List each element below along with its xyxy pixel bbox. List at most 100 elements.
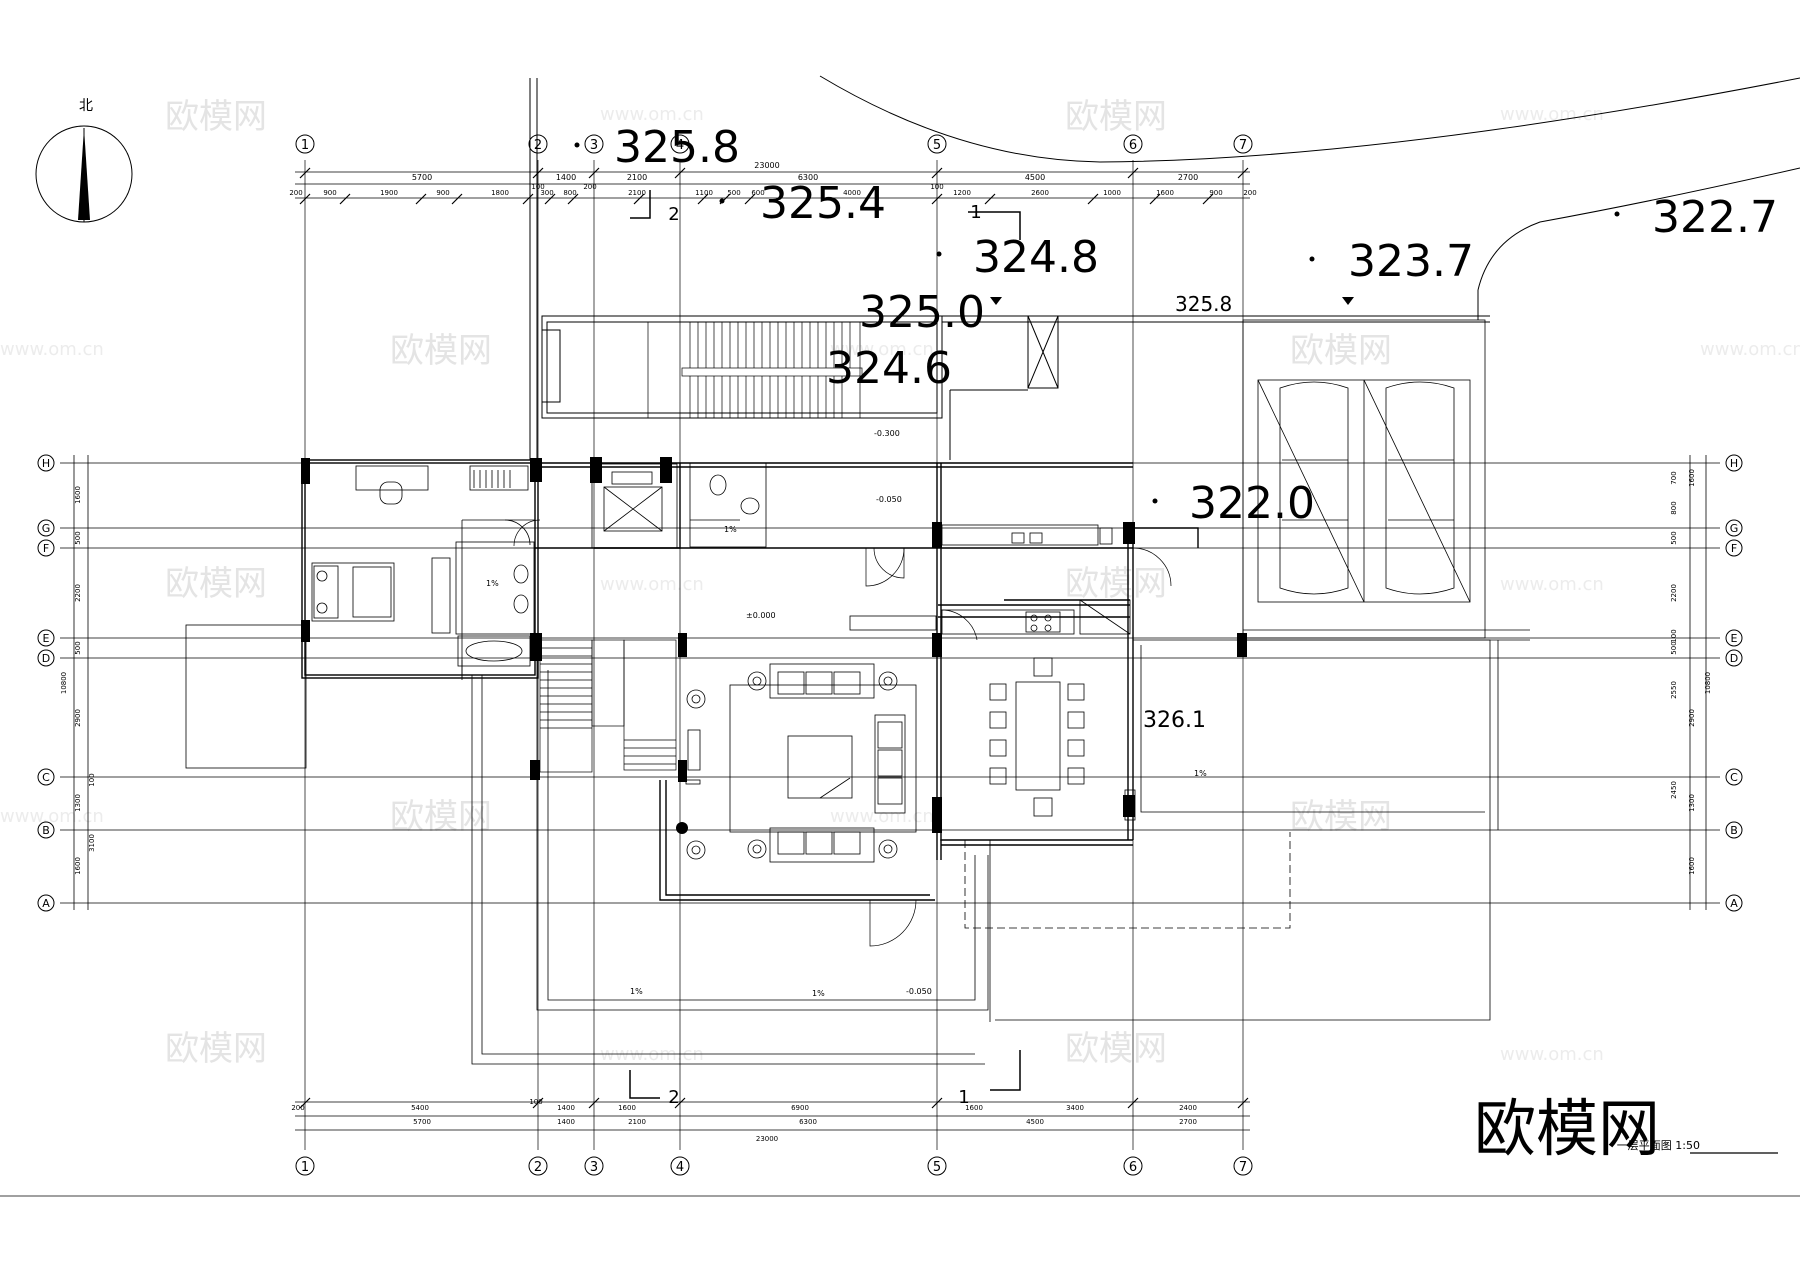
axis-bubbles-side [37,454,1743,912]
dim-text: 800 [1670,501,1678,514]
dimension-ticks [299,167,1249,1109]
watermark-text: 欧模网 [165,97,267,137]
elevation-label: 322.7 [1652,192,1778,243]
dim-text: 3400 [1066,1104,1084,1112]
section-labels: 2 1 2 1 [668,202,981,1108]
dim-text: 500 [1670,531,1678,544]
watermark-url: www.om.cn [600,574,704,595]
north-label: 北 [79,98,93,114]
dim-text: 500 [74,641,82,654]
dim-text: 2100 [628,1118,646,1126]
watermark-url: www.om.cn [830,806,934,827]
axis-label: B [42,824,50,837]
north-arrow: 北 [35,98,133,223]
dim-text: 200 [1243,189,1256,197]
elevation-labels: 325.8 325.4 324.8 325.0 324.6 323.7 322.… [614,122,1778,733]
axis-label: 2 [534,1160,542,1175]
elevation-label: 325.0 [859,287,985,338]
dim-text: 6300 [798,173,818,182]
watermark-text: 欧模网 [390,797,492,837]
dim-text: 1600 [1156,189,1174,197]
dim-text: 1000 [1103,189,1121,197]
elevation-label: 326.1 [1143,708,1206,733]
dim-text: 600 [751,189,764,197]
elevation-label: 325.8 [614,122,740,173]
dim-text: 1600 [74,857,82,875]
site-boundary [529,75,1800,460]
dim-text: 1300 [74,794,82,812]
axis-label: H [42,457,50,470]
dim-text: 4000 [843,189,861,197]
watermark-url: www.om.cn [1500,104,1604,125]
dim-text: 1400 [557,1118,575,1126]
level-label: -0.050 [876,495,902,504]
drawing-title-text: 一层平面图 1:50 [1617,1139,1700,1152]
dimension-texts-top: 23000 5700 1400 2100 6300 4500 2700 200 … [289,161,1256,197]
dim-text: 2450 [1670,781,1678,799]
watermark-layer: 欧模网 欧模网 欧模网 欧模网 欧模网 欧模网 欧模网 欧模网 欧模网 欧模网 … [0,97,1800,1069]
elevation-label: 324.6 [826,343,952,394]
watermark-text: 欧模网 [1065,1029,1167,1069]
axis-label: D [1730,652,1738,665]
dim-text: 100 [529,1098,542,1106]
axis-label: F [1731,542,1737,555]
axis-label: H [1730,457,1738,470]
elevation-label: 323.7 [1348,236,1474,287]
watermark-url: www.om.cn [600,104,704,125]
dimension-texts-bottom: 200 5400 100 1400 1600 6900 1600 3400 24… [291,1098,1197,1143]
dim-text: 2900 [74,709,82,727]
dim-text: 1600 [1688,469,1696,487]
watermark-url: www.om.cn [1500,1044,1604,1065]
dim-text: 10800 [60,672,68,694]
watermark-text: 欧模网 [1065,97,1167,137]
section-label: 1 [970,202,981,223]
axis-label: 2 [534,138,542,153]
watermark-text: 欧模网 [165,564,267,604]
axis-label: 1 [301,1160,309,1175]
watermark-url: www.om.cn [830,339,934,360]
axis-label: A [42,897,50,910]
elevation-label: 325.8 [1175,292,1232,316]
watermark-url: www.om.cn [0,806,104,827]
axis-label: 3 [590,1160,598,1175]
axis-label: 7 [1239,138,1247,153]
dimension-chains [73,171,1707,1131]
axis-label: 7 [1239,1160,1247,1175]
watermark-text: 欧模网 [1065,564,1167,604]
axis-label: 5 [933,138,941,153]
elevation-label: 325.4 [760,178,886,229]
columns [301,457,1247,834]
axis-label: 5 [933,1160,941,1175]
dim-text: 1400 [556,173,576,182]
dim-text: 800 [563,189,576,197]
axis-label: 3 [590,138,598,153]
watermark-url: www.om.cn [0,339,104,360]
doors [513,519,1172,947]
dim-text: 1900 [380,189,398,197]
axis-label: E [43,632,50,645]
dim-text: 200 [289,189,302,197]
dim-text: 5400 [411,1104,429,1112]
dim-text: 2550 [1670,681,1678,699]
axis-labels-top: 1 2 3 4 5 6 7 1 2 3 4 5 6 7 [301,138,1247,1175]
watermark-url: www.om.cn [600,1044,704,1065]
dim-text: 2600 [1031,189,1049,197]
axis-label: D [42,652,50,665]
dim-text: 2400 [1179,1104,1197,1112]
north-stair [647,321,863,419]
dim-text: 100 [88,773,96,786]
dim-text: 10800 [1704,672,1712,694]
dim-text: 500 [1670,641,1678,654]
slope-label: 1% [486,579,499,588]
watermark-text: 欧模网 [390,331,492,371]
watermark-text: 欧模网 [1290,331,1392,371]
axis-label: C [42,771,50,784]
watermark-url: www.om.cn [1700,339,1800,360]
dim-text: 900 [436,189,449,197]
elevator [591,463,678,549]
dim-text: 2200 [1670,584,1678,602]
watermark-logo: 欧模网 [1474,1092,1660,1165]
watermark-text: 欧模网 [1290,797,1392,837]
section-marks [629,190,1021,1099]
